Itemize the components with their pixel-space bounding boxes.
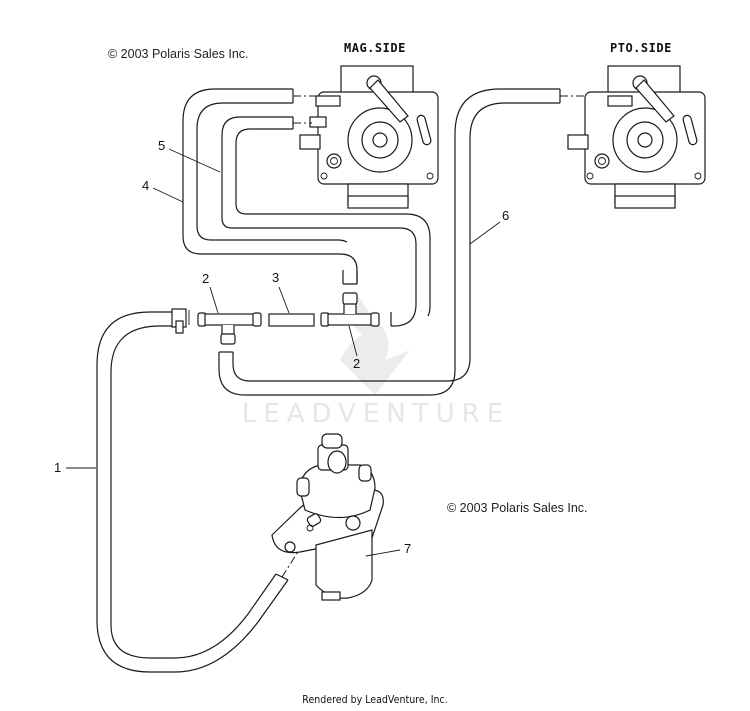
svg-text:2: 2 <box>202 271 209 286</box>
svg-text:3: 3 <box>272 270 279 285</box>
callout-2-right: 2 <box>348 325 360 371</box>
fuel-line-mag-inner[interactable] <box>221 116 431 327</box>
svg-text:2: 2 <box>353 356 360 371</box>
mag-side-label: MAG.SIDE <box>344 41 406 55</box>
fuel-pump[interactable] <box>271 433 384 601</box>
callout-3: 3 <box>272 270 290 314</box>
svg-text:1: 1 <box>54 460 61 475</box>
hose-clamp[interactable] <box>171 308 190 334</box>
copyright-top: © 2003 Polaris Sales Inc. <box>108 47 249 61</box>
callout-1: 1 <box>54 460 96 475</box>
tee-fitting-right[interactable] <box>320 292 380 327</box>
rendered-by-footer: Rendered by LeadVenture, Inc. <box>302 693 448 706</box>
callout-4: 4 <box>142 178 184 203</box>
fuel-line-main[interactable] <box>96 311 314 673</box>
copyright-right: © 2003 Polaris Sales Inc. <box>447 501 588 515</box>
callout-6: 6 <box>469 208 509 245</box>
callout-5: 5 <box>158 138 221 173</box>
fuel-line-mag-outer[interactable] <box>182 88 358 285</box>
callout-7: 7 <box>365 541 411 557</box>
callout-2-left: 2 <box>202 271 219 314</box>
hose-connector[interactable] <box>268 313 315 327</box>
svg-text:5: 5 <box>158 138 165 153</box>
svg-text:6: 6 <box>502 208 509 223</box>
pto-side-label: PTO.SIDE <box>610 41 672 55</box>
tee-fitting-left[interactable] <box>197 312 262 345</box>
svg-text:7: 7 <box>404 541 411 556</box>
carburetor-pto[interactable] <box>567 65 706 209</box>
fuel-line-pto[interactable] <box>218 88 585 396</box>
watermark-text: LEADVENTURE <box>242 399 510 429</box>
svg-text:4: 4 <box>142 178 149 193</box>
carburetor-mag[interactable] <box>299 65 439 209</box>
